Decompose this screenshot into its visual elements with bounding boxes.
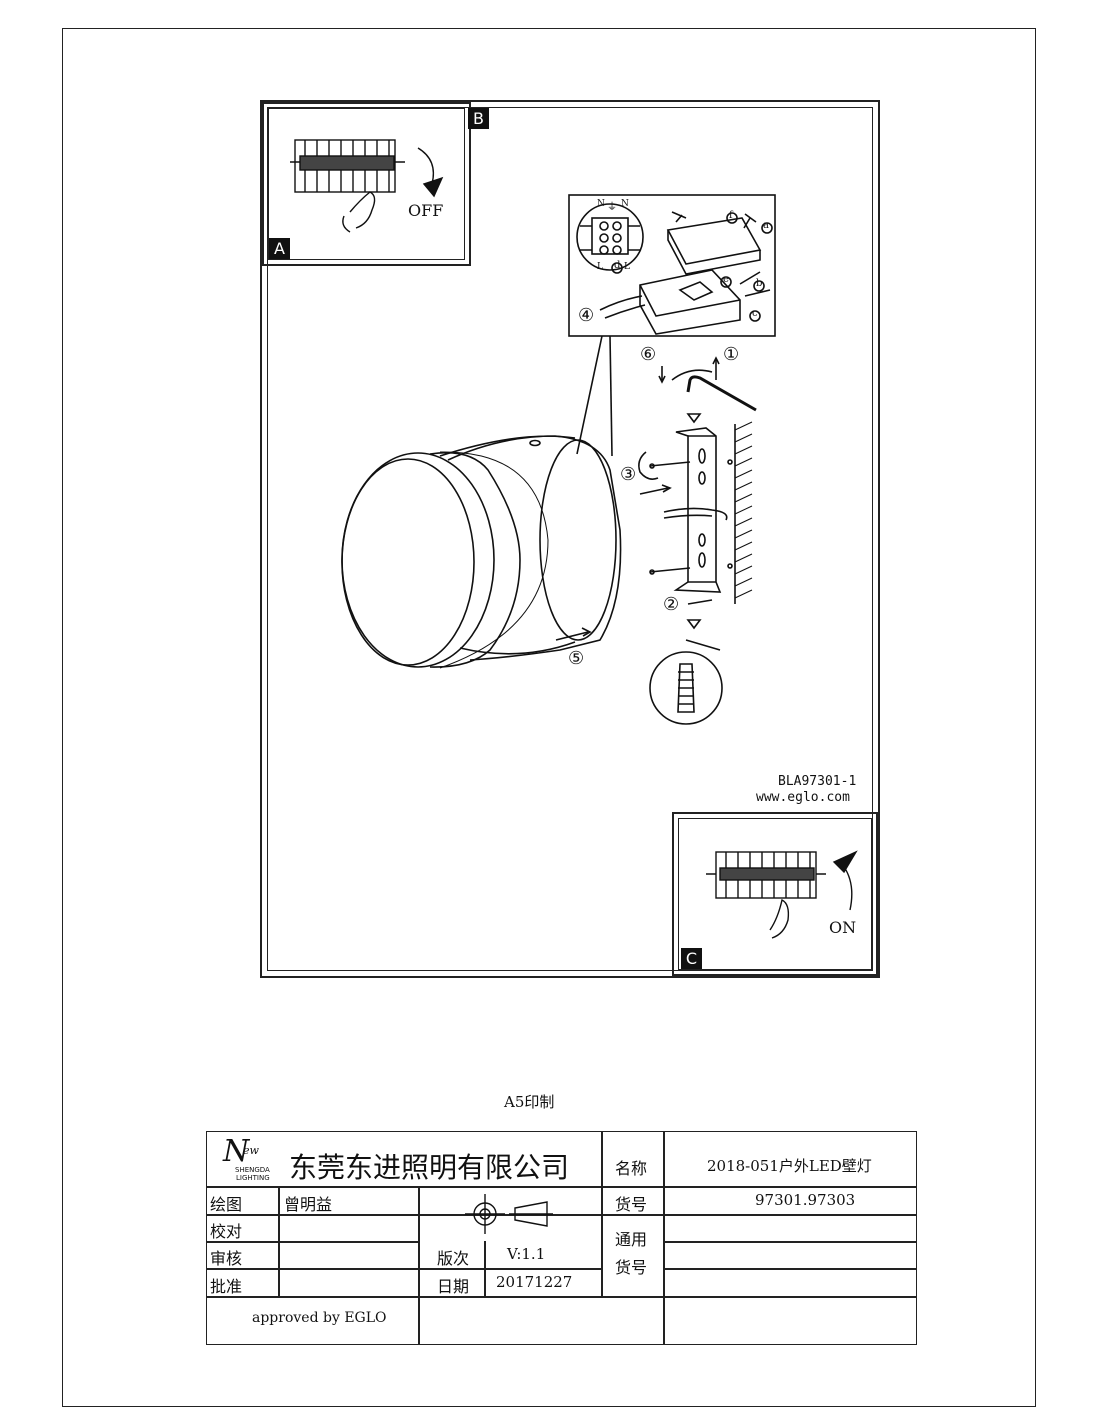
company-name: 东莞东进照明有限公司 [289,1151,570,1184]
terminal-n-left: N [597,199,605,209]
terminal-l-right: L [624,262,630,272]
draw-label: 绘图 [210,1195,243,1214]
audit-label: 审核 [210,1249,243,1268]
inset-a-frame [262,102,471,266]
item-label: 货号 [615,1195,648,1214]
letter-d: d [614,260,621,271]
check-label: 校对 [210,1222,243,1241]
step-5: ⑤ [568,648,585,669]
logo-main: ew [243,1144,259,1157]
letter-c: c [752,308,758,319]
breaker-panel-off [290,139,444,233]
junction-box-detail [568,194,776,337]
drawing-code: BLA97301-1 [778,774,857,789]
drawing-frame-inner [267,107,873,971]
item-value: 97301.97303 [755,1191,856,1209]
general-label: 通用 [615,1230,648,1249]
letter-b: b [756,278,763,289]
drawing-frame [260,100,880,978]
letter-a: a [763,220,769,231]
general-item-label: 货号 [615,1258,648,1277]
tag-c: C [681,948,702,969]
installation-illustration [290,139,858,939]
inset-c-inner-frame [678,818,872,970]
draw-value: 曾明益 [284,1195,333,1214]
wall-lamp-icon [341,435,622,669]
step-3: ③ [620,464,637,485]
step-1: ① [723,344,740,365]
name-label: 名称 [615,1159,648,1178]
date-label: 日期 [437,1277,470,1296]
step-6: ⑥ [640,344,657,365]
version-value: V:1.1 [507,1245,546,1263]
step-4: ④ [578,305,595,326]
approved-by: approved by EGLO [252,1310,387,1326]
version-label: 版次 [437,1249,470,1268]
title-block: N ew SHENGDA LIGHTING 东莞东进照明有限公司 名称 2018… [206,1131,917,1345]
tag-a: A [269,238,290,259]
website: www.eglo.com [756,790,850,805]
print-note: A5印制 [504,1093,555,1111]
inset-c-frame [672,812,878,976]
approve-label: 批准 [210,1277,243,1296]
on-label: ON [829,918,857,937]
terminal-ground: ⏚ [607,202,617,213]
mounting-bracket [649,413,733,630]
inset-a-inner-frame [268,108,465,260]
name-value: 2018-051户外LED壁灯 [707,1157,872,1175]
letter-f: f [729,210,733,221]
logo-sub2: LIGHTING [236,1174,270,1182]
page-frame [62,28,1036,1407]
tag-b: B [468,108,489,129]
logo-sub1: SHENGDA [235,1166,270,1174]
date-value: 20171227 [496,1273,573,1291]
wall-anchor-detail [649,639,723,725]
terminal-n-right: N [621,199,629,209]
terminal-l-left: L [597,262,603,272]
letter-e: e [723,274,729,285]
off-label: OFF [408,201,444,220]
step-2: ② [663,594,680,615]
breaker-panel-on [706,850,858,939]
projection-symbol-icon [465,1194,553,1234]
logo-letter: N [223,1134,250,1169]
